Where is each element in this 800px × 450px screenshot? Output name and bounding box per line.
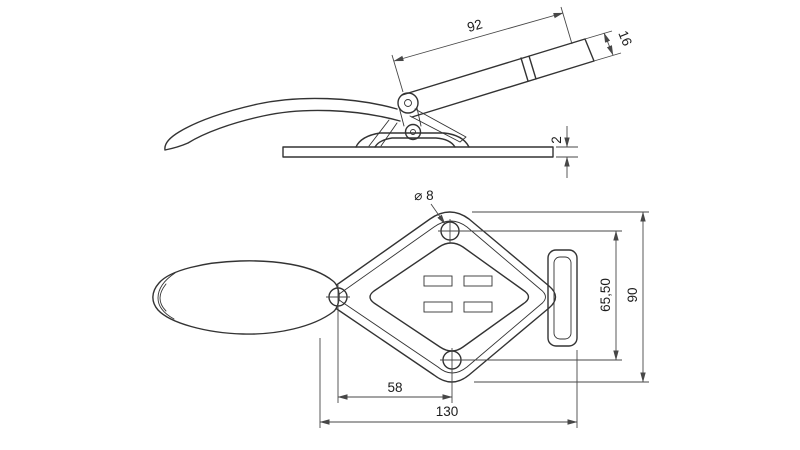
slot-bottom-left	[423, 301, 453, 313]
slot-bottom-right	[463, 301, 493, 313]
plan-handle-tip-lines	[157, 272, 176, 320]
plan-holes	[326, 219, 464, 372]
dim-6550-label: 65,50	[598, 278, 613, 312]
dim-6550-extension-lines	[461, 230, 622, 361]
side-hook-arm	[164, 97, 401, 151]
dim-90-label: 90	[625, 287, 640, 302]
slot-top-left	[423, 275, 453, 287]
dim-lever-end-width: 16	[584, 29, 635, 62]
dim-2-extension-lines	[556, 146, 578, 158]
dim-overall-width: 130	[319, 338, 578, 428]
hole-top-center-marks	[438, 219, 462, 243]
side-latch-linkage	[368, 106, 467, 147]
dim-92-extension-lines	[391, 6, 573, 93]
dim-overall-height: 90	[472, 211, 649, 383]
dim-dia8-label: ⌀ 8	[414, 188, 433, 203]
side-base-plate	[282, 146, 554, 158]
dim-16-extension-lines	[584, 30, 622, 62]
plan-view: ⌀ 8 65,50 90 58 130	[152, 188, 649, 428]
dim-hole-diameter: ⌀ 8	[414, 188, 446, 225]
dim-hole-pitch-vertical: 65,50	[461, 230, 622, 361]
dim-130-label: 130	[436, 404, 459, 419]
dim-2-label: 2	[549, 136, 564, 144]
dim-92-line	[393, 12, 564, 62]
dim-dia8-leader	[430, 203, 446, 225]
plan-keeper-bracket-inner	[553, 256, 572, 340]
side-upper-pivot	[397, 92, 419, 114]
side-mount-bracket	[355, 132, 470, 148]
plan-body-inner	[337, 220, 546, 374]
dim-92-label: 92	[465, 16, 484, 35]
plan-handle-oval	[152, 260, 340, 335]
dim-58-label: 58	[387, 380, 402, 395]
side-lower-pivot	[404, 123, 422, 141]
dim-16-label: 16	[615, 29, 635, 49]
side-lower-pivot-pin	[410, 129, 416, 135]
plan-body-outer	[323, 211, 557, 383]
side-view: 92 16 2	[164, 6, 635, 178]
dim-16-line	[603, 32, 614, 56]
dim-hole-offset-horizontal: 58	[337, 308, 453, 403]
side-lever-handle	[401, 38, 595, 118]
slot-top-right	[463, 275, 493, 287]
dim-plate-thickness: 2	[549, 126, 578, 178]
hole-left-center-marks	[326, 285, 350, 309]
hole-bottom-center-marks	[440, 348, 464, 372]
dim-130-extension-lines	[319, 338, 578, 428]
plan-keeper-bracket-outer	[547, 249, 578, 347]
dim-lever-length: 92	[391, 6, 573, 93]
dim-90-extension-lines	[472, 211, 649, 383]
side-upper-pivot-pin	[404, 99, 412, 107]
plan-center-boss	[369, 242, 530, 352]
plan-vent-slots	[423, 275, 493, 313]
